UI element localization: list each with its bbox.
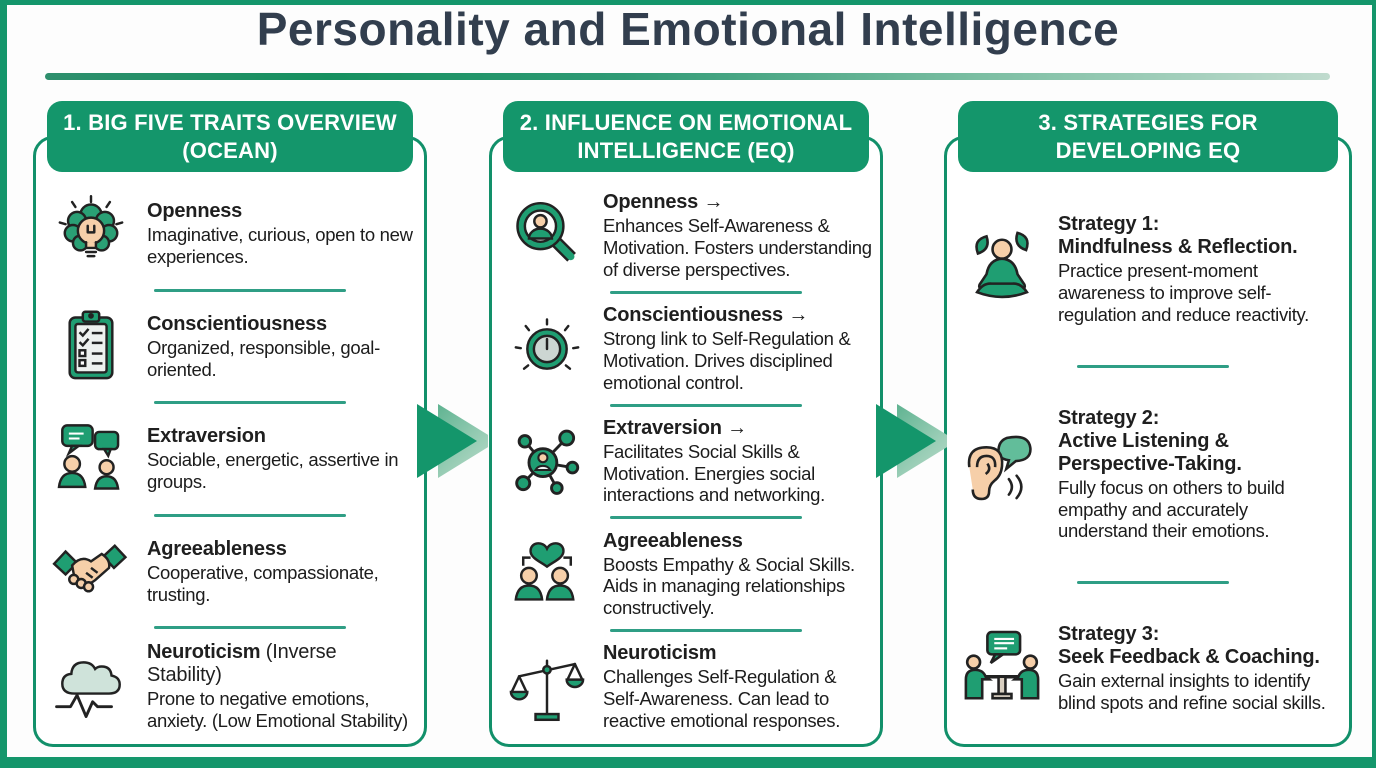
trait-title: Conscientiousness <box>147 312 327 335</box>
influence-item-conscientiousness: Conscientiousness → Strong link to Self-… <box>504 304 872 393</box>
strategy-title: Strategy 1: <box>1058 213 1160 235</box>
people-chat-icon <box>48 416 134 502</box>
social-network-icon <box>504 418 590 504</box>
magnifier-person-icon <box>504 193 590 279</box>
frame-border-right <box>1372 0 1376 768</box>
column-items: Strategy 1: Mindfulness & Reflection. Pr… <box>959 213 1341 714</box>
column-header: 2. INFLUENCE ON EMOTIONAL INTELLIGENCE (… <box>503 101 869 172</box>
influence-title: Conscientiousness → <box>603 303 809 326</box>
column-eq-influence: 2. INFLUENCE ON EMOTIONAL INTELLIGENCE (… <box>489 101 883 747</box>
item-divider <box>154 288 346 292</box>
strategy-desc: Gain external insights to identify blind… <box>1058 670 1326 714</box>
item-divider <box>610 403 802 407</box>
frame-border-top <box>0 0 1376 5</box>
strategy-desc: Fully focus on others to build empathy a… <box>1058 476 1285 542</box>
trait-title: Agreeableness <box>147 537 287 560</box>
trait-item-extraversion: Extraversion Sociable, energetic, assert… <box>48 416 416 502</box>
strategy-item-3: Strategy 3: Seek Feedback & Coaching. Ga… <box>959 623 1341 714</box>
item-divider <box>154 626 346 630</box>
influence-title: Agreeableness <box>603 529 743 552</box>
brain-lightbulb-icon <box>48 191 134 277</box>
flow-arrow-1-icon <box>417 404 488 478</box>
handshake-icon <box>48 529 134 615</box>
strategy-title: Strategy 3: <box>1058 623 1160 646</box>
trait-title: Openness <box>147 200 243 223</box>
strategy-title: Strategy 2: <box>1058 406 1160 429</box>
influence-desc: Challenges Self-Regulation & Self-Awaren… <box>603 666 841 732</box>
strategy-subtitle: Mindfulness & Reflection. <box>1058 236 1298 258</box>
trait-desc: Sociable, energetic, assertive in groups… <box>147 449 399 493</box>
item-divider <box>154 401 346 405</box>
influence-desc: Facilitates Social Skills & Motivation. … <box>603 440 825 506</box>
ear-listening-icon <box>959 431 1045 517</box>
influence-title: Openness → <box>603 191 724 213</box>
item-divider <box>1077 581 1229 585</box>
influence-item-extraversion: Extraversion → Facilitates Social Skills… <box>504 417 872 506</box>
influence-item-openness: Openness → Enhances Self-Awareness & Mot… <box>504 191 872 280</box>
influence-title: Extraversion → <box>603 416 747 439</box>
influence-desc: Strong link to Self-Regulation & Motivat… <box>603 327 851 393</box>
strategy-item-1: Strategy 1: Mindfulness & Reflection. Pr… <box>959 213 1341 325</box>
trait-item-neuroticism: Neuroticism (Inverse Stability) Prone to… <box>48 641 416 732</box>
trait-item-agreeableness: Agreeableness Cooperative, compassionate… <box>48 529 416 615</box>
trait-item-openness: Openness Imaginative, curious, open to n… <box>48 191 416 277</box>
trait-desc: Imaginative, curious, open to new experi… <box>147 224 413 267</box>
item-divider <box>610 629 802 633</box>
page-title: Personality and Emotional Intelligence <box>256 3 1120 55</box>
item-divider <box>610 516 802 520</box>
item-divider <box>610 290 802 294</box>
influence-desc: Enhances Self-Awareness & Motivation. Fo… <box>603 215 872 280</box>
self-control-dial-icon <box>504 306 590 392</box>
balance-scale-icon <box>504 644 590 730</box>
item-divider <box>154 513 346 517</box>
people-heart-icon <box>504 531 590 617</box>
feedback-coaching-icon <box>959 626 1045 712</box>
column-header: 1. BIG FIVE TRAITS OVERVIEW (OCEAN) <box>47 101 413 172</box>
trait-desc: Organized, responsible, goal-oriented. <box>147 336 380 380</box>
column-items: Openness Imaginative, curious, open to n… <box>48 191 416 732</box>
column-eq-strategies: 3. STRATEGIES FOR DEVELOPING EQ Strategy… <box>944 101 1352 747</box>
strategy-subtitle: Active Listening & Perspective-Taking. <box>1058 429 1242 475</box>
strategy-subtitle: Seek Feedback & Coaching. <box>1058 646 1320 669</box>
trait-item-conscientiousness: Conscientiousness Organized, responsible… <box>48 304 416 390</box>
frame-border-bottom <box>0 757 1376 768</box>
item-divider <box>1077 364 1229 368</box>
frame-border-left <box>0 0 7 768</box>
column-items: Openness → Enhances Self-Awareness & Mot… <box>504 191 872 732</box>
influence-item-agreeableness: Agreeableness Boosts Empathy & Social Sk… <box>504 530 872 619</box>
influence-desc: Boosts Empathy & Social Skills. Aids in … <box>603 553 855 619</box>
strategy-desc: Practice present-moment awareness to imp… <box>1058 260 1309 325</box>
title-underline <box>45 73 1330 80</box>
column-big-five-traits: 1. BIG FIVE TRAITS OVERVIEW (OCEAN) <box>33 101 427 747</box>
influence-item-neuroticism: Neuroticism Challenges Self-Regulation &… <box>504 642 872 731</box>
storm-cloud-icon <box>48 644 134 730</box>
column-header: 3. STRATEGIES FOR DEVELOPING EQ <box>958 101 1338 172</box>
clipboard-checklist-icon <box>48 304 134 390</box>
strategy-item-2: Strategy 2: Active Listening & Perspecti… <box>959 407 1341 542</box>
trait-desc: Cooperative, compassionate, trusting. <box>147 561 379 605</box>
trait-title: Extraversion <box>147 425 266 448</box>
influence-title: Neuroticism <box>603 642 717 665</box>
trait-desc: Prone to negative emotions, anxiety. (Lo… <box>147 688 408 732</box>
meditation-icon <box>959 226 1045 312</box>
flow-arrow-2-icon <box>876 404 947 478</box>
trait-title: Neuroticism (Inverse Stability) <box>147 641 337 687</box>
